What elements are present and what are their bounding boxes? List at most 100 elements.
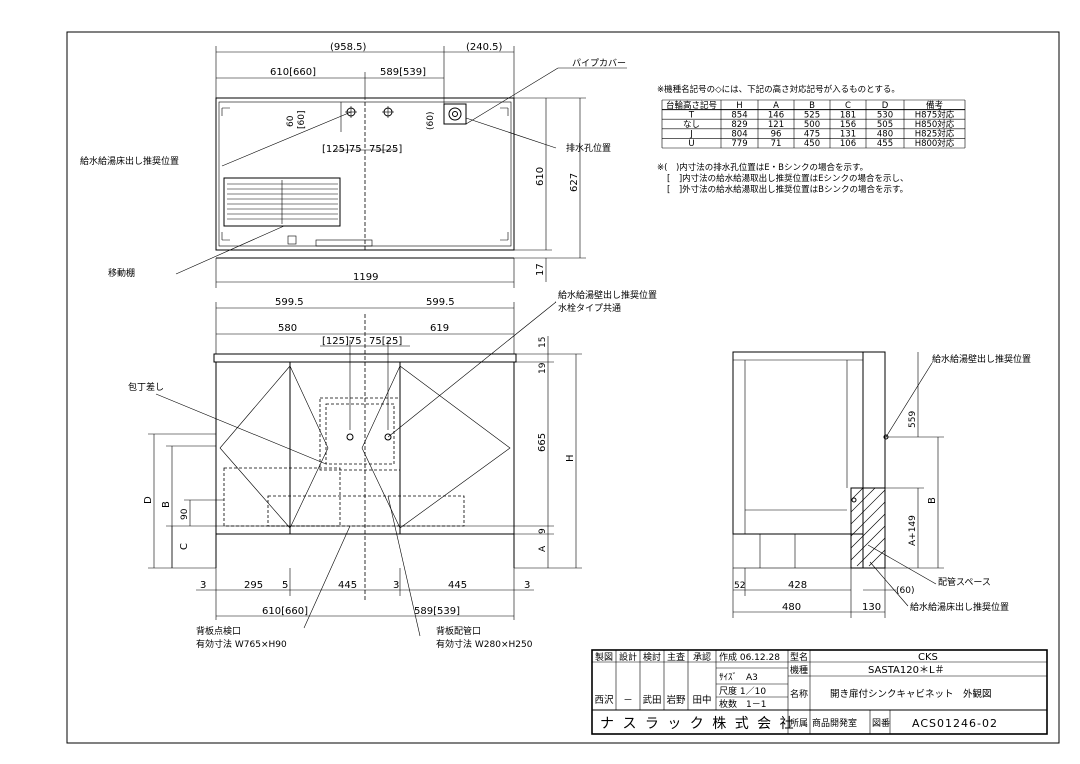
role-label: 設計 — [619, 651, 637, 663]
role-signer: － — [623, 695, 633, 706]
table-cell: 131 — [840, 130, 856, 140]
front-dim-75-25: 75[25] — [369, 336, 402, 347]
note-legend-1: ※( )内寸法の排水孔位置はE・Bシンクの場合を示す。 — [657, 162, 868, 173]
table-cell: 854 — [731, 110, 747, 120]
label-water-floor-top: 給水給湯床出し推奨位置 — [80, 155, 179, 167]
side-dim-a149: A+149 — [908, 515, 918, 546]
front-dim-619: 619 — [430, 323, 449, 334]
top-dim-right: (240.5) — [466, 42, 503, 53]
legend-notes: ※( )内寸法の排水孔位置はE・Bシンクの場合を示す。 [ ]内寸法の給水給湯取… — [657, 162, 909, 195]
table-cell: 804 — [731, 130, 747, 140]
label-water-floor-side: 給水給湯床出し推奨位置 — [910, 601, 1009, 613]
side-dim-480: 480 — [782, 602, 801, 613]
table-cell: 480 — [877, 130, 893, 140]
label-drain: 排水孔位置 — [566, 142, 611, 154]
table-cell: H825対応 — [915, 129, 955, 140]
front-dim-445-a: 445 — [338, 580, 357, 591]
front-dim-610: 610[660] — [262, 606, 308, 617]
label-back-pipe: 背板配管口 — [436, 625, 481, 637]
front-dim-295: 295 — [244, 580, 263, 591]
top-dim-589: 589[539] — [380, 67, 426, 78]
table-header-cell: B — [809, 101, 815, 111]
top-dim-overall: (958.5) — [330, 42, 367, 53]
front-dim-580: 580 — [278, 323, 297, 334]
tb-type: SASTA120＊L＃ — [868, 664, 945, 676]
table-cell: 530 — [877, 110, 893, 120]
label-knife-holder: 包丁差し — [128, 381, 164, 393]
table-header-cell: 備考 — [926, 100, 943, 111]
side-dim-130: 130 — [862, 602, 881, 613]
table-cell: 121 — [768, 120, 784, 130]
table-cell: 500 — [804, 120, 820, 130]
label-water-wall-side: 給水給湯壁出し推奨位置 — [932, 353, 1031, 365]
table-cell: 156 — [840, 120, 856, 130]
front-dim-h: H — [565, 454, 576, 462]
note-legend-3: [ ]外寸法の給水給湯取出し推奨位置はBシンクの場合を示す。 — [667, 184, 908, 195]
label-pipe-cover: パイプカバー — [572, 58, 626, 69]
top-dim-1199: 1199 — [353, 272, 378, 283]
role-signer: 田中 — [692, 694, 711, 706]
front-dim-3-c: 3 — [524, 580, 530, 591]
side-dim-52: 52 — [734, 581, 745, 591]
label-back-inspect-size: 有効寸法 W765×H90 — [196, 638, 287, 650]
tb-dept-label: 所属 — [790, 718, 808, 729]
table-cell: 779 — [731, 139, 747, 149]
label-shelf: 移動棚 — [108, 267, 135, 279]
table-cell: 71 — [771, 139, 782, 149]
table-cell: 96 — [771, 130, 782, 140]
front-dim-445-b: 445 — [448, 580, 467, 591]
role-label: 製図 — [595, 651, 613, 663]
label-back-inspect: 背板点検口 — [196, 625, 241, 637]
side-dim-b: B — [927, 497, 938, 504]
top-dim-75-25: 75[25] — [369, 144, 402, 155]
table-cell: J — [689, 130, 693, 140]
tb-name-label: 名称 — [790, 688, 808, 700]
top-dim-60-paren: (60) — [426, 112, 436, 130]
table-cell: 829 — [731, 120, 747, 130]
role-label: 検討 — [643, 651, 661, 663]
front-dim-d: D — [143, 496, 154, 504]
tb-scale: 尺度 1／10 — [719, 685, 766, 697]
table-cell: H800対応 — [915, 138, 955, 149]
top-dim-60-bracket: [60] — [297, 111, 307, 129]
table-cell: 525 — [804, 110, 820, 120]
label-back-pipe-size: 有効寸法 W280×H250 — [436, 638, 533, 650]
top-dim-17: 17 — [535, 263, 546, 276]
note-intro: ※機種名記号の◇には、下記の高さ対応記号が入るものとする。 — [657, 84, 900, 95]
label-pipe-space: 配管スペース — [938, 576, 991, 588]
front-dim-3-b: 3 — [393, 580, 399, 591]
side-dim-559: 559 — [908, 411, 918, 428]
top-dim-627: 627 — [569, 173, 580, 192]
tb-size: ｻｲｽﾞ A3 — [719, 672, 758, 683]
note-legend-2: [ ]内寸法の給水給湯取出し推奨位置はEシンクの場合を示し、 — [667, 173, 909, 184]
side-dim-428: 428 — [788, 580, 807, 591]
table-cell: 450 — [804, 139, 820, 149]
front-dim-15: 15 — [538, 337, 548, 348]
label-faucet-common: 水栓タイプ共通 — [558, 302, 621, 314]
front-dim-599-left: 599.5 — [275, 297, 304, 308]
role-signer: 武田 — [642, 694, 661, 706]
front-dim-125-75: [125]75 — [322, 336, 362, 347]
top-dim-125-75: [125]75 — [322, 144, 362, 155]
table-cell: H850対応 — [915, 119, 955, 130]
table-cell: T — [688, 110, 695, 120]
table-header-cell: C — [845, 101, 851, 111]
top-dim-left-610: 610[660] — [270, 67, 316, 78]
front-dim-b: B — [161, 501, 172, 508]
front-dim-9: 9 — [538, 528, 548, 534]
front-dim-19: 19 — [538, 362, 548, 374]
table-cell: 181 — [840, 110, 856, 120]
table-cell: 475 — [804, 130, 820, 140]
tb-model-label: 型名 — [790, 651, 808, 663]
table-header-cell: H — [736, 101, 742, 111]
table-cell: 146 — [768, 110, 784, 120]
role-label: 承認 — [693, 651, 711, 663]
tb-drawing-label: 図番 — [872, 717, 890, 729]
table-header-cell: 台輪高さ記号 — [666, 100, 717, 111]
front-dim-3-a: 3 — [200, 580, 206, 591]
front-dim-a: A — [538, 545, 548, 552]
